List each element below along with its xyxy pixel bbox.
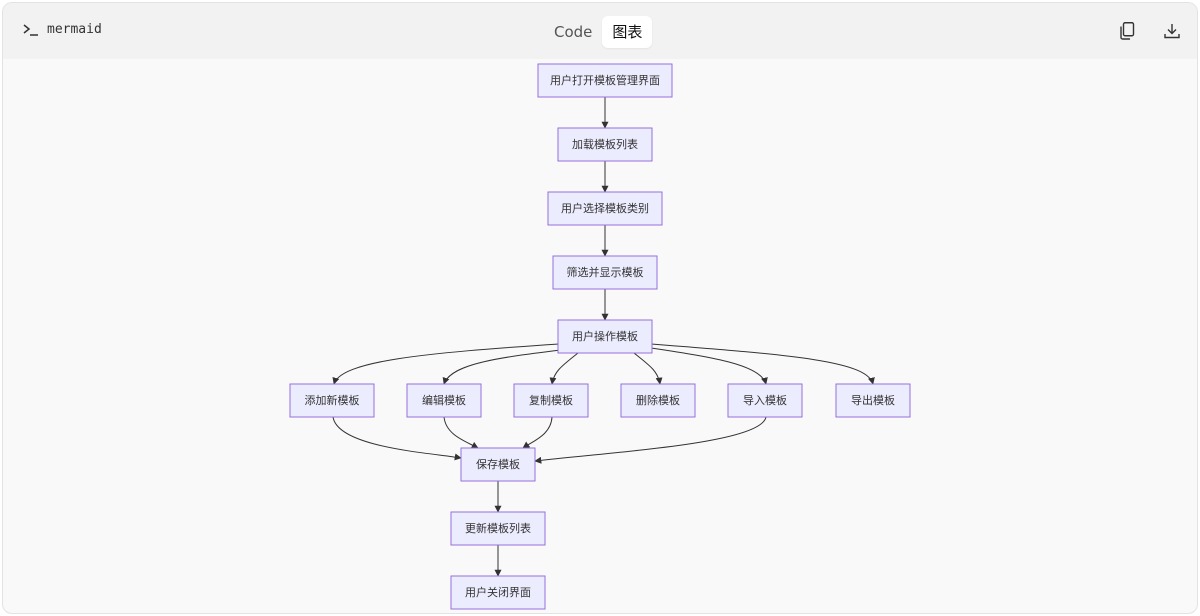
edge-n5-n6 [332, 343, 560, 385]
flowchart-node-n3: 用户选择模板类别 [547, 191, 663, 226]
node-box [450, 511, 546, 546]
flowchart-node-n5: 用户操作模板 [557, 319, 653, 354]
edge-n6-n12 [332, 416, 462, 461]
flowchart-diagram: 用户打开模板管理界面加载模板列表用户选择模板类别筛选并显示模板用户操作模板添加新… [289, 63, 911, 610]
download-button[interactable] [1162, 21, 1182, 41]
node-box [537, 63, 673, 98]
terminal-icon [23, 23, 38, 36]
edge-n5-n10 [650, 347, 768, 385]
language-label: mermaid [23, 22, 102, 37]
node-label: 保存模板 [476, 457, 520, 471]
tab-code[interactable]: Code [554, 23, 593, 41]
node-box [513, 383, 589, 418]
node-box [557, 127, 653, 162]
edge-n10-n12 [534, 416, 767, 464]
node-box [557, 319, 653, 354]
node-label: 导出模板 [851, 393, 895, 407]
node-label: 用户打开模板管理界面 [550, 73, 660, 87]
node-label: 用户关闭界面 [465, 585, 531, 599]
node-box [547, 191, 663, 226]
node-box [727, 383, 803, 418]
node-label: 导入模板 [743, 393, 787, 407]
node-label: 删除模板 [636, 393, 680, 407]
flowchart-node-n10: 导入模板 [727, 383, 803, 418]
node-box [460, 447, 536, 482]
node-label: 筛选并显示模板 [567, 265, 644, 279]
flowchart-node-n13: 更新模板列表 [450, 511, 546, 546]
node-box [406, 383, 482, 418]
flowchart-node-n7: 编辑模板 [406, 383, 482, 418]
edge-n5-n7 [442, 348, 570, 385]
flowchart-node-n12: 保存模板 [460, 447, 536, 482]
node-label: 编辑模板 [422, 393, 466, 407]
edge-n8-n12 [522, 416, 553, 449]
node-label: 加载模板列表 [572, 137, 638, 151]
node-label: 更新模板列表 [465, 521, 531, 535]
copy-button[interactable] [1117, 21, 1137, 41]
node-label: 用户选择模板类别 [561, 201, 649, 215]
tab-diagram[interactable]: 图表 [602, 16, 653, 48]
node-label: 用户操作模板 [572, 329, 638, 343]
flowchart-node-n14: 用户关闭界面 [450, 575, 546, 610]
flowchart-node-n2: 加载模板列表 [557, 127, 653, 162]
edge-n5-n11 [650, 343, 875, 385]
node-label: 添加新模板 [305, 393, 360, 407]
flowchart-node-n8: 复制模板 [513, 383, 589, 418]
flowchart-node-n6: 添加新模板 [289, 383, 375, 418]
edge-n5-n9 [633, 352, 663, 385]
node-box [552, 255, 658, 290]
node-box [620, 383, 696, 418]
view-tabs: Code 图表 [544, 16, 653, 48]
edge-n7-n12 [443, 416, 479, 449]
language-name: mermaid [47, 22, 102, 37]
node-box [289, 383, 375, 418]
copy-icon [1120, 22, 1135, 40]
flowchart-node-n1: 用户打开模板管理界面 [537, 63, 673, 98]
flowchart-node-n11: 导出模板 [835, 383, 911, 418]
code-block-header: mermaid Code 图表 [3, 3, 1197, 59]
download-icon [1164, 24, 1180, 39]
edge-n5-n8 [549, 352, 579, 385]
node-box [450, 575, 546, 610]
flowchart-node-n4: 筛选并显示模板 [552, 255, 658, 290]
flowchart-node-n9: 删除模板 [620, 383, 696, 418]
node-label: 复制模板 [529, 393, 573, 407]
node-box [835, 383, 911, 418]
